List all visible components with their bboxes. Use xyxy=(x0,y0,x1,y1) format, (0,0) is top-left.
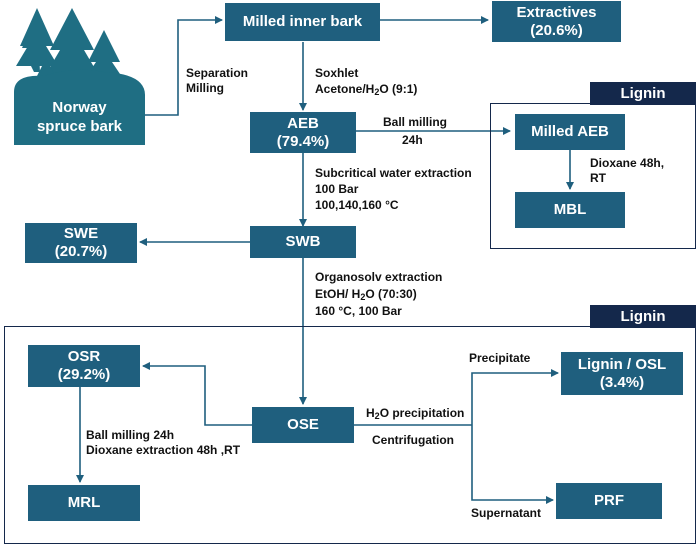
label-dioxane-extraction: Dioxane extraction 48h ,RT xyxy=(86,443,241,457)
etoh-sub: 2 xyxy=(360,292,366,302)
norway-line1: Norway xyxy=(52,99,107,116)
label-separation: Separation xyxy=(186,66,249,80)
norway-line2: spruce bark xyxy=(36,118,123,135)
acetone-pre: Acetone/H xyxy=(315,82,375,96)
label-dioxane-48h: Dioxane 48h, xyxy=(590,156,665,170)
osr-line2: (29.2%) xyxy=(57,366,111,383)
label-ball-milling: Ball milling xyxy=(383,115,448,129)
h2o-pre: H xyxy=(366,406,375,420)
acetone-post: O (9:1) xyxy=(379,82,418,96)
node-prf: PRF xyxy=(556,483,662,519)
label-ball-milling-24h: Ball milling 24h xyxy=(86,428,175,442)
extractives-line1: Extractives xyxy=(516,3,597,21)
lignin-osl-line1: Lignin / OSL xyxy=(577,355,667,373)
label-acetone: Acetone/H2O (9:1) xyxy=(315,82,417,100)
label-rt: RT xyxy=(590,171,606,185)
label-subcritical-water-extraction: Subcritical water extraction xyxy=(315,166,472,180)
node-lignin-osl: Lignin / OSL (3.4%) xyxy=(561,352,683,395)
lignin-osl-line2: (3.4%) xyxy=(599,373,645,391)
arrow-bark-to-milled xyxy=(145,16,223,116)
aeb-line2: (79.4%) xyxy=(276,132,330,150)
lignin-panel-bottom-title: Lignin xyxy=(590,305,696,328)
label-soxhlet: Soxhlet xyxy=(315,66,359,80)
label-precipitate: Precipitate xyxy=(469,351,531,365)
node-milled-aeb: Milled AEB xyxy=(515,114,625,150)
h2o-post: O precipitation xyxy=(379,406,465,420)
label-milling: Milling xyxy=(186,81,224,95)
h2o-sub: 2 xyxy=(374,411,380,421)
label-h2o-precipitation: H2O precipitation xyxy=(366,406,464,424)
arrow-branch-to-prf xyxy=(471,425,554,504)
node-osr: OSR (29.2%) xyxy=(28,345,140,387)
etoh-pre: EtOH/ H xyxy=(315,287,361,301)
node-extractives: Extractives (20.6%) xyxy=(492,1,621,42)
node-mrl: MRL xyxy=(28,485,140,521)
label-organosolv-extraction: Organosolv extraction xyxy=(315,270,443,284)
mrl-label: MRL xyxy=(67,494,101,511)
label-etoh: EtOH/ H2O (70:30) xyxy=(315,287,417,305)
lignin-panel-top-title: Lignin xyxy=(590,82,696,105)
node-swb: SWB xyxy=(250,226,356,258)
swe-line1: SWE xyxy=(63,225,99,242)
arrow-ose-to-osr xyxy=(142,362,252,426)
milled-aeb-label: Milled AEB xyxy=(531,123,609,140)
aeb-line1: AEB xyxy=(287,114,319,132)
tree-icon xyxy=(14,8,146,145)
node-aeb: AEB (79.4%) xyxy=(250,112,356,153)
node-norway-spruce-bark: Norway spruce bark xyxy=(14,98,145,136)
acetone-sub: 2 xyxy=(374,87,380,97)
label-ball-milling-time: 24h xyxy=(402,133,423,147)
node-mbl: MBL xyxy=(515,192,625,228)
etoh-post: O (70:30) xyxy=(365,287,417,301)
ose-label: OSE xyxy=(287,416,319,433)
label-pressure: 100 Bar xyxy=(315,182,359,196)
swb-label: SWB xyxy=(285,233,321,250)
label-supernatant: Supernatant xyxy=(471,506,542,520)
swe-line2: (20.7%) xyxy=(54,243,108,260)
prf-label: PRF xyxy=(594,492,624,509)
label-organosolv-conditions: 160 °C, 100 Bar xyxy=(315,304,402,318)
node-ose: OSE xyxy=(252,407,354,443)
lignin-panel-bottom xyxy=(4,326,696,544)
node-swe: SWE (20.7%) xyxy=(25,223,137,263)
osr-line1: OSR xyxy=(67,348,101,365)
mbl-label: MBL xyxy=(553,201,587,218)
node-milled-inner-bark: Milled inner bark xyxy=(225,3,380,41)
label-temperatures: 100,140,160 °C xyxy=(315,198,399,212)
extractives-line2: (20.6%) xyxy=(530,21,583,39)
milled-inner-bark-label: Milled inner bark xyxy=(242,13,363,30)
label-centrifugation: Centrifugation xyxy=(372,433,454,447)
arrow-branch-to-lignin xyxy=(471,369,559,425)
